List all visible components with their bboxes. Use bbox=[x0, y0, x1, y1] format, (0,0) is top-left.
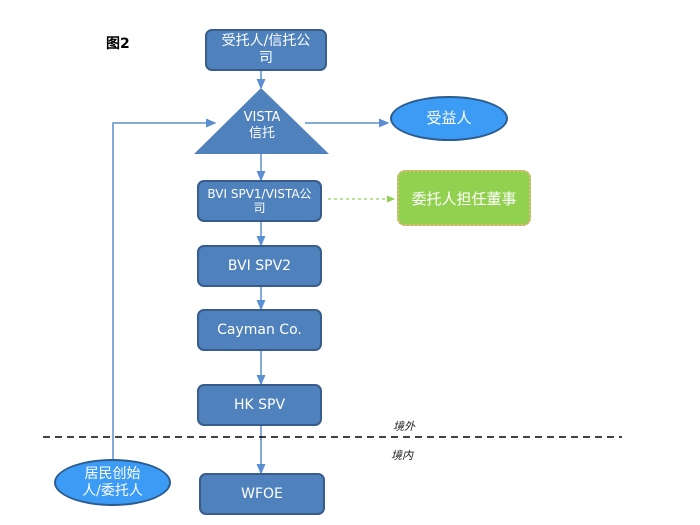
onshore-label: 境内 bbox=[391, 449, 413, 462]
wfoe-label: WFOE bbox=[241, 485, 283, 502]
bvi-spv1-label: BVI SPV1/VISTA公司 bbox=[207, 186, 312, 215]
hk-spv-node[interactable]: HK SPV bbox=[197, 384, 322, 426]
hk-spv-label: HK SPV bbox=[233, 396, 286, 413]
vista-trust-triangle bbox=[194, 88, 329, 154]
beneficiary-node[interactable]: 受益人 bbox=[390, 96, 508, 141]
bvi-spv2-label: BVI SPV2 bbox=[227, 257, 292, 274]
founder-label: 居民创始人/委托人 bbox=[82, 466, 143, 499]
vista-trust-label: VISTA 信托 bbox=[240, 110, 284, 141]
director-label: 委托人担任董事 bbox=[411, 189, 517, 208]
director-node[interactable]: 委托人担任董事 bbox=[397, 170, 531, 226]
cayman-label: Cayman Co. bbox=[217, 321, 302, 338]
founder-node[interactable]: 居民创始人/委托人 bbox=[54, 459, 171, 506]
trustee-node[interactable]: 受托人/信托公司 bbox=[205, 29, 327, 71]
trustee-label: 受托人/信托公司 bbox=[221, 33, 311, 66]
cayman-node[interactable]: Cayman Co. bbox=[197, 309, 322, 351]
wfoe-node[interactable]: WFOE bbox=[199, 473, 325, 515]
connector-founder-trust bbox=[112, 118, 217, 459]
bvi-spv2-node[interactable]: BVI SPV2 bbox=[197, 245, 322, 287]
offshore-label: 境外 bbox=[393, 420, 415, 433]
beneficiary-label: 受益人 bbox=[426, 108, 472, 127]
vista-trust-line2: 信托 bbox=[248, 125, 275, 141]
figure-label: 图2 bbox=[106, 36, 130, 52]
vista-trust-line1: VISTA bbox=[243, 110, 281, 125]
bvi-spv1-node[interactable]: BVI SPV1/VISTA公司 bbox=[197, 180, 322, 222]
